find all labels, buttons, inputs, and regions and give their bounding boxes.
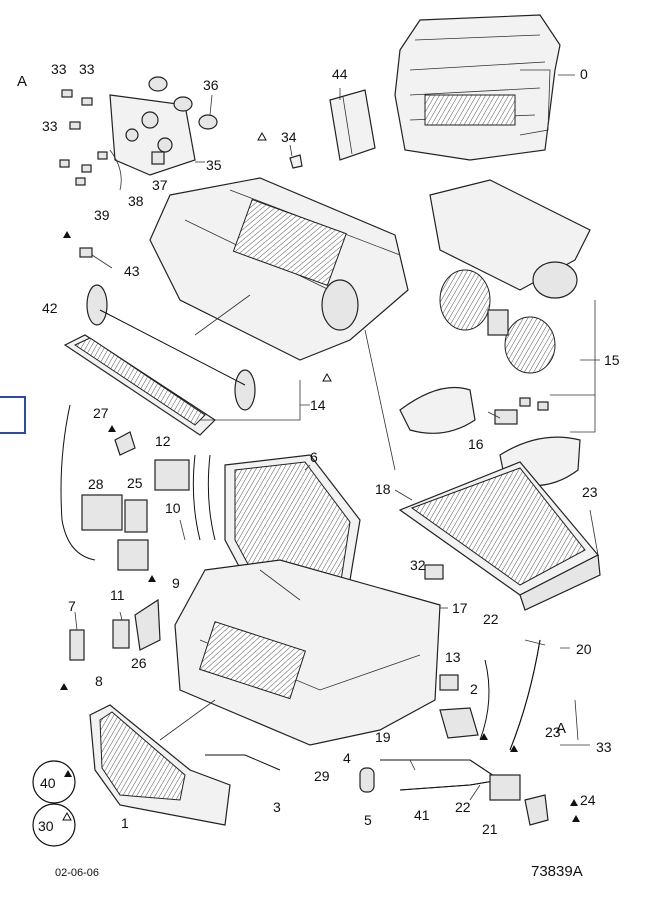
callout-33d: 33 <box>596 739 612 755</box>
knobs-36 <box>148 76 218 130</box>
callout-34: 34 <box>281 129 297 145</box>
callout-42: 42 <box>42 300 58 316</box>
callout-9: 9 <box>172 575 180 591</box>
cable-27 <box>60 404 96 561</box>
callout-0: 0 <box>580 66 588 82</box>
callout-40: 40 <box>40 775 56 791</box>
callout-43: 43 <box>124 263 140 279</box>
blower-fan <box>439 269 556 374</box>
callout-36: 36 <box>203 77 219 93</box>
legend-30 <box>32 803 76 847</box>
reference-a-top: A <box>17 73 27 90</box>
callout-2: 2 <box>470 681 478 697</box>
callout-13: 13 <box>445 649 461 665</box>
callout-22b: 22 <box>455 799 471 815</box>
callout-33b: 33 <box>79 61 95 77</box>
leader-lines <box>74 74 600 801</box>
resistor-16 <box>494 397 549 425</box>
heater-core-18 <box>398 461 601 611</box>
callout-12: 12 <box>155 433 171 449</box>
clip-34 <box>289 154 303 169</box>
callout-22a: 22 <box>483 611 499 627</box>
callout-8: 8 <box>95 673 103 689</box>
callout-38: 38 <box>128 193 144 209</box>
lower-housing-17 <box>174 559 441 746</box>
airflow-arrow-lower <box>159 699 216 741</box>
legend-40 <box>32 760 76 804</box>
callout-24: 24 <box>580 792 596 808</box>
drawing-date: 02-06-06 <box>55 867 99 879</box>
callout-33c: 33 <box>42 118 58 134</box>
callout-11: 11 <box>110 587 125 603</box>
callout-14: 14 <box>310 397 326 413</box>
callout-29: 29 <box>314 768 330 784</box>
drawing-reference: 73839A <box>531 863 583 880</box>
filter-frames-14 <box>63 284 256 436</box>
legend-box <box>0 396 26 434</box>
callout-32: 32 <box>410 557 426 573</box>
callout-25: 25 <box>127 475 143 491</box>
callout-41: 41 <box>414 807 430 823</box>
panel-44 <box>329 89 376 161</box>
callout-30: 30 <box>38 818 54 834</box>
duct-1 <box>89 704 231 826</box>
expansion-valve-21 <box>489 774 549 826</box>
callout-20: 20 <box>576 641 592 657</box>
callout-23a: 23 <box>582 484 598 500</box>
callout-23b: 23 <box>545 724 561 740</box>
callout-35: 35 <box>206 157 222 173</box>
callout-15: 15 <box>604 352 620 368</box>
callout-37: 37 <box>152 177 168 193</box>
evaporator-housing-14 <box>149 177 409 361</box>
callout-19: 19 <box>375 729 391 745</box>
callout-3: 3 <box>273 799 281 815</box>
housing-assembly-0 <box>394 14 561 161</box>
reference-triangles <box>60 131 580 822</box>
reference-a-bottom: A <box>556 720 566 737</box>
callout-39: 39 <box>94 207 110 223</box>
blower-covers <box>399 386 581 487</box>
callout-27: 27 <box>93 405 109 421</box>
small-parts <box>69 459 479 793</box>
callout-16: 16 <box>468 436 484 452</box>
callout-26: 26 <box>131 655 147 671</box>
callout-21: 21 <box>482 821 498 837</box>
callout-44: 44 <box>332 66 348 82</box>
callout-1: 1 <box>121 815 129 831</box>
airflow-arrows <box>194 294 396 471</box>
callout-5: 5 <box>364 812 372 828</box>
callout-labels: 0 1 2 3 4 5 6 7 8 9 10 11 12 13 14 15 16… <box>17 61 620 837</box>
control-unit-35 <box>109 94 196 176</box>
connectors-33-39 <box>59 89 165 191</box>
callout-28: 28 <box>88 476 104 492</box>
callout-33a: 33 <box>51 61 67 77</box>
blower-housing-15 <box>429 179 591 299</box>
callout-7: 7 <box>68 598 76 614</box>
callout-4: 4 <box>343 750 351 766</box>
callout-17: 17 <box>452 600 468 616</box>
pipe-3 <box>205 754 281 771</box>
sensor-43 <box>79 247 113 269</box>
callout-18: 18 <box>375 481 391 497</box>
connector-27 <box>114 431 136 456</box>
callout-10: 10 <box>165 500 181 516</box>
callout-6: 6 <box>310 449 318 465</box>
